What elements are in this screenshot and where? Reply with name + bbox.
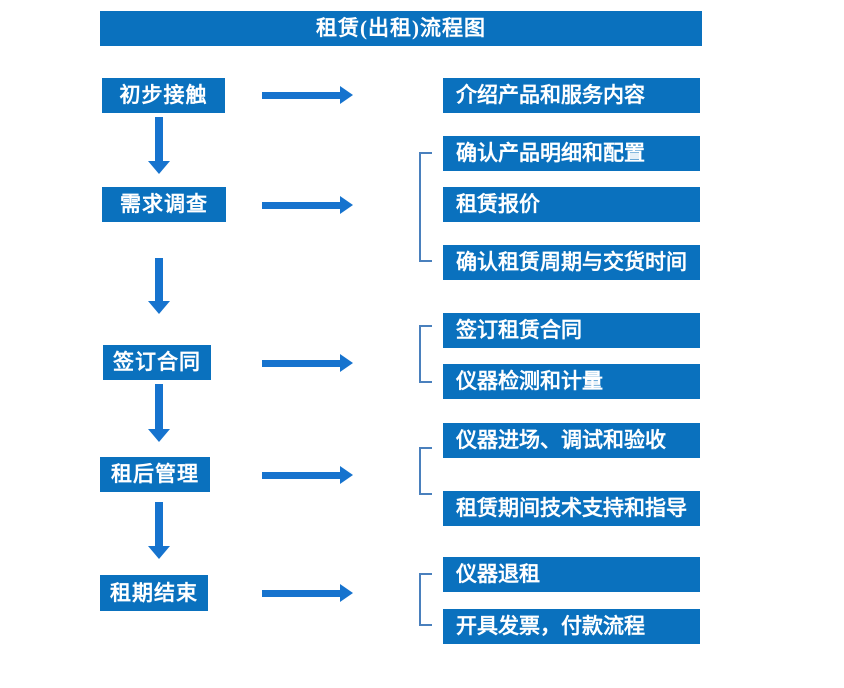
arrow-down-1 (148, 117, 170, 174)
arrow-shaft (155, 502, 163, 547)
detail-box-confirm-period-delivery: 确认租赁周期与交货时间 (443, 245, 700, 280)
arrow-down-4 (148, 502, 170, 559)
arrow-head (148, 161, 170, 174)
arrow-shaft (262, 472, 340, 479)
detail-box-instrument-setup-acceptance: 仪器进场、调试和验收 (443, 423, 700, 458)
arrow-shaft (262, 590, 340, 597)
bracket-group-2 (419, 152, 432, 262)
arrow-shaft (155, 117, 163, 162)
detail-box-intro-products-services: 介绍产品和服务内容 (443, 78, 700, 113)
arrow-head (340, 86, 353, 104)
arrow-right-3 (262, 354, 353, 372)
step-box-demand-survey: 需求调查 (102, 187, 226, 222)
arrow-shaft (262, 202, 340, 209)
detail-box-instrument-return: 仪器退租 (443, 557, 700, 592)
arrow-down-3 (148, 384, 170, 442)
detail-box-invoice-payment: 开具发票，付款流程 (443, 609, 700, 644)
diagram-title: 租赁(出租)流程图 (100, 11, 702, 46)
arrow-head (148, 546, 170, 559)
step-box-rental-end: 租期结束 (100, 575, 208, 611)
detail-box-sign-rental-contract: 签订租赁合同 (443, 313, 700, 348)
arrow-head (340, 196, 353, 214)
bracket-group-5 (419, 573, 432, 626)
detail-box-instrument-testing: 仪器检测和计量 (443, 364, 700, 399)
step-box-sign-contract: 签订合同 (103, 345, 211, 380)
arrow-head (340, 354, 353, 372)
arrow-shaft (155, 384, 163, 430)
arrow-down-2 (148, 258, 170, 314)
detail-box-tech-support: 租赁期间技术支持和指导 (443, 491, 700, 526)
arrow-right-2 (262, 196, 353, 214)
arrow-right-1 (262, 86, 353, 104)
arrow-head (148, 429, 170, 442)
arrow-head (340, 584, 353, 602)
arrow-right-4 (262, 466, 353, 484)
detail-box-confirm-product-config: 确认产品明细和配置 (443, 136, 700, 171)
bracket-group-4 (419, 447, 432, 495)
arrow-head (148, 301, 170, 314)
arrow-shaft (155, 258, 163, 302)
step-box-initial-contact: 初步接触 (102, 78, 225, 113)
step-box-post-rental-management: 租后管理 (100, 457, 210, 492)
bracket-group-3 (419, 325, 432, 383)
detail-box-rental-quote: 租赁报价 (443, 187, 700, 222)
arrow-head (340, 466, 353, 484)
arrow-shaft (262, 92, 340, 99)
arrow-right-5 (262, 584, 353, 602)
arrow-shaft (262, 360, 340, 367)
